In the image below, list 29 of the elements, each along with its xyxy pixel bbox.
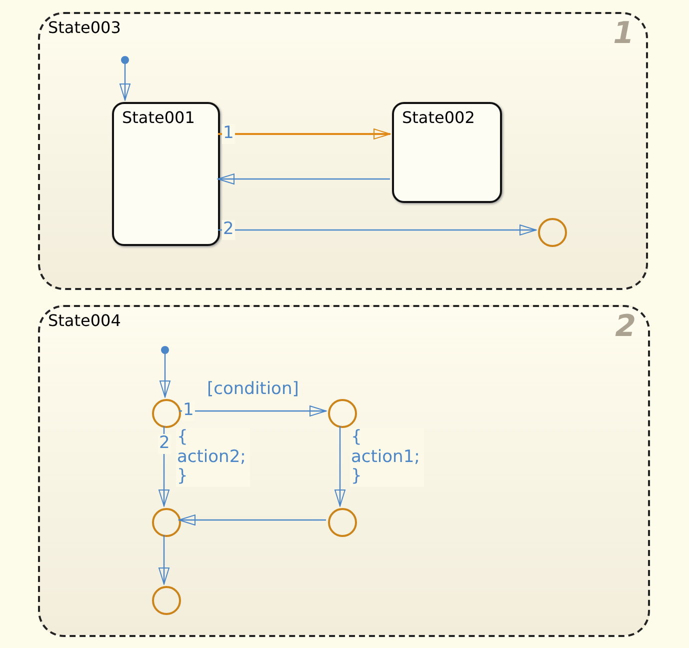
junction-circle [152,508,181,537]
transition-arrow [158,535,170,584]
state-name: State002 [402,108,475,127]
transition-label: 1 [222,124,235,144]
execution-order-number: 2 [615,309,636,344]
chart-region [38,305,650,637]
transition-arrow [334,426,346,506]
transition-arrow [158,426,170,506]
junction-circle [328,508,357,537]
state-name: State001 [122,108,195,127]
transition-arrow [179,406,326,416]
default-transition-arrow [120,56,130,100]
transition-arrow [218,224,536,236]
execution-order-number: 2 [158,434,171,454]
chart-region [38,12,648,290]
junction-circle [152,586,181,615]
transition-label: 2 [222,220,235,240]
state-box [112,102,220,246]
transition-label: { action1; } [350,428,424,487]
state-box [392,102,502,203]
transition-label: { action2; } [176,428,250,487]
transition-arrow [218,128,390,140]
default-transition-arrow [160,346,170,398]
execution-order-number: 1 [613,16,634,51]
state-name: State003 [48,18,121,37]
state-name: State004 [48,311,121,330]
transition-arrow [178,514,326,526]
junction-circle [538,218,567,247]
transition-arrow [218,174,390,184]
